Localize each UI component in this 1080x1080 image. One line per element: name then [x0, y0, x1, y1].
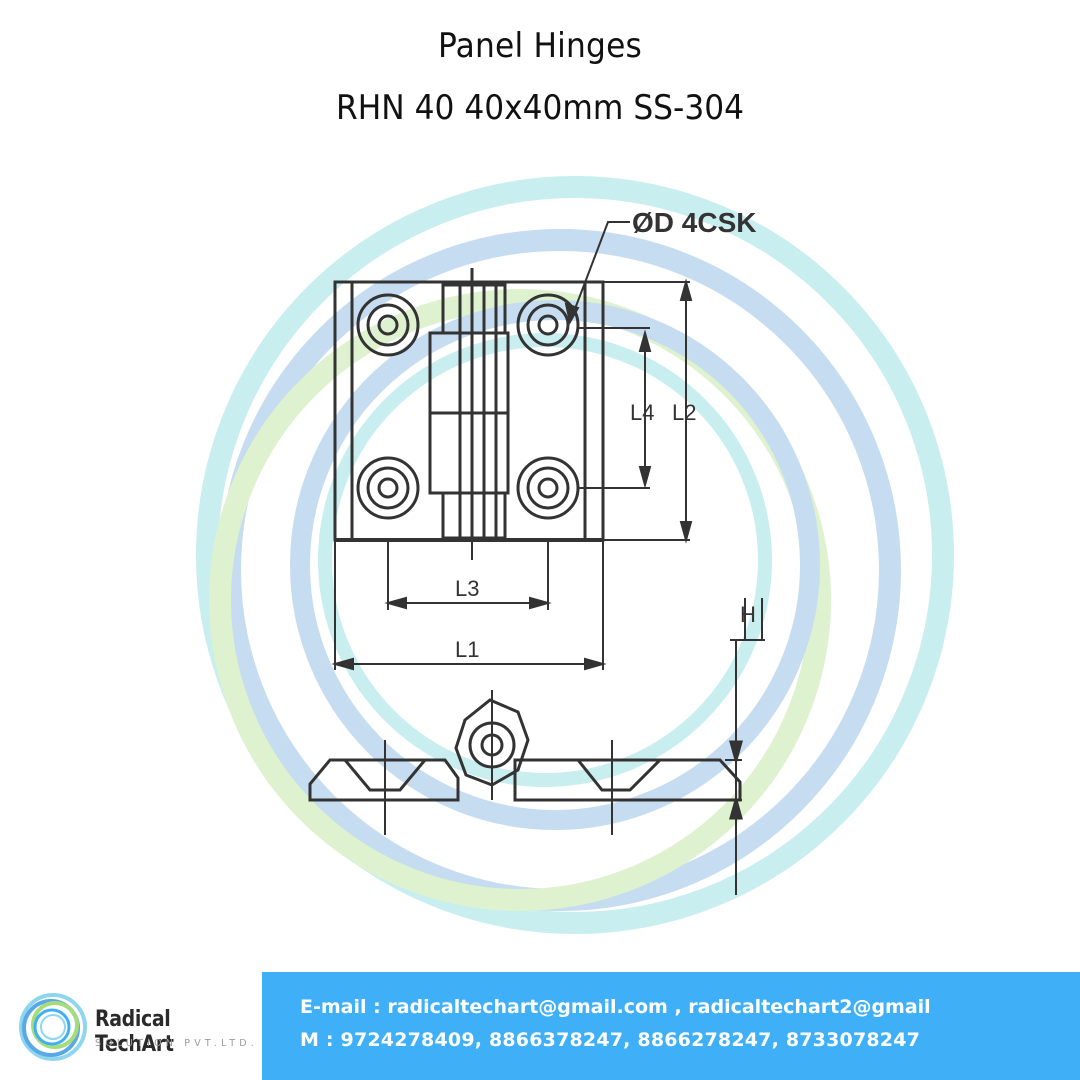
footer-contact-bar: E-mail : radicaltechart@gmail.com , radi… [262, 972, 1080, 1080]
side-knuckle [454, 698, 530, 787]
screw-hole-bottom-right [516, 456, 580, 520]
side-leaf-right [513, 758, 742, 802]
side-leaf-left [308, 758, 460, 802]
contact-phone: M : 9724278409, 8866378247, 8866278247, … [300, 1029, 921, 1051]
brand-name: Radical TechArt [95, 1007, 174, 1057]
watermark-ring-cyan-inner [318, 333, 772, 787]
dim-l2-label: L2 [672, 400, 696, 425]
brand-subtitle: SOLUTION PVT.LTD. [95, 1038, 258, 1049]
hinge-top-view [333, 268, 605, 610]
watermark-ring-blue-inner [290, 300, 820, 830]
screw-hole-top-left [356, 293, 420, 357]
callout-label: ØD 4CSK [632, 207, 756, 238]
watermark-ring-green [209, 289, 831, 911]
dim-l1-label: L1 [455, 637, 479, 662]
dimension-lines [331, 221, 693, 671]
product-subtitle: RHN 40 40x40mm SS-304 [335, 88, 745, 128]
hinge-technical-drawing: ØD 4CSK L3 L1 L2 L4 H [196, 176, 954, 934]
dim-l4-label: L4 [630, 400, 654, 425]
dim-l3-label: L3 [455, 576, 479, 601]
footer-logo-panel: Radical TechArt SOLUTION PVT.LTD. [0, 972, 262, 1080]
dim-h-label: H [740, 602, 756, 627]
screw-hole-top-right [516, 293, 580, 357]
screw-hole-bottom-left [356, 456, 420, 520]
contact-email: E-mail : radicaltechart@gmail.com , radi… [300, 996, 931, 1018]
hinge-knuckle-bottom [441, 491, 507, 540]
page-title: Panel Hinges [438, 26, 642, 66]
brand-logo-icon [19, 993, 87, 1061]
callout-leader [569, 221, 630, 323]
watermark-rings [196, 176, 954, 934]
watermark-ring-cyan [196, 176, 954, 934]
hinge-side-view [308, 598, 765, 895]
